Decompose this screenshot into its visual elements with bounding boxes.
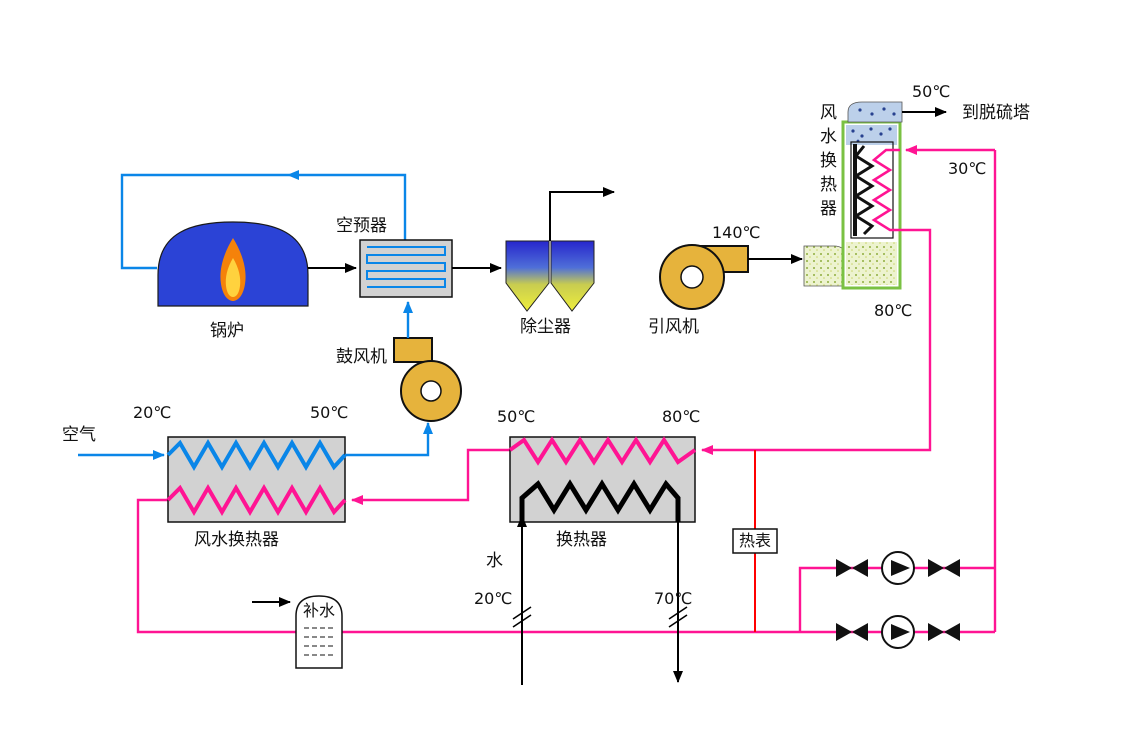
- water-in-break-mark: [512, 606, 532, 620]
- dust-collector: 除尘器: [505, 240, 595, 337]
- unit-coil-frame: [850, 141, 894, 239]
- id-fan-label: 引风机: [648, 317, 699, 337]
- pump-row-lower: [836, 615, 960, 649]
- heat-meter: 热表: [732, 450, 778, 632]
- blower-label: 鼓风机: [336, 347, 387, 367]
- water-in-break-mark: [512, 614, 532, 628]
- top-air-water-heat-exchanger: 50℃ 到脱硫塔 风 水 换 热 器: [803, 82, 1030, 290]
- blower-fan: 鼓风机: [336, 301, 462, 422]
- awhx-blue-coil: [166, 439, 347, 471]
- unit-bottom-gas-zone: [846, 242, 897, 285]
- water-lines: 水 20℃ 70℃: [474, 515, 692, 685]
- air-in-temp-label: 20℃: [133, 403, 171, 422]
- unit-outlet-duct: [847, 101, 903, 123]
- makeup-water-tank: 补水: [252, 595, 343, 669]
- air-recirc-line-arrow-segment: [287, 170, 407, 240]
- bottom-air-water-heat-exchanger: 空气 20℃ 50℃ 风水换热器: [62, 403, 433, 550]
- air-label: 空气: [62, 425, 96, 445]
- dust-collector-label: 除尘器: [520, 317, 571, 337]
- hx-label: 换热器: [556, 530, 607, 550]
- water-out-temp-label: 70℃: [654, 589, 692, 608]
- valve-icon: [928, 623, 944, 641]
- blower-hub: [420, 380, 442, 402]
- boiler: 锅炉: [157, 221, 309, 341]
- id-fan-hub: [680, 265, 704, 289]
- supply-80c-line: [701, 228, 932, 455]
- valve-icon: [836, 623, 852, 641]
- top-unit-label-vertical: 风 水 换 热 器: [820, 103, 842, 219]
- heat-meter-label: 热表: [739, 531, 771, 550]
- valve-icon: [928, 559, 944, 577]
- valve-icon: [944, 559, 960, 577]
- valve-icon: [852, 623, 868, 641]
- pump-row-upper: [836, 551, 960, 585]
- air-recirc-line-segment: [120, 173, 288, 270]
- unit-black-coil: [853, 145, 875, 236]
- awhx-pink-coil: [166, 484, 347, 516]
- valve-icon: [852, 559, 868, 577]
- flue-gas-temp-label: 140℃: [712, 223, 761, 242]
- air-recirculation-line: [120, 170, 407, 270]
- makeup-tank-body: [295, 595, 343, 669]
- makeup-tank-hatch: [304, 627, 334, 656]
- water-in-temp-label: 20℃: [474, 589, 512, 608]
- air-out-temp-label: 50℃: [310, 403, 348, 422]
- water-out-break-mark: [668, 606, 688, 620]
- hx-out-temp-label: 80℃: [662, 407, 700, 426]
- supply-temp-label: 80℃: [874, 301, 912, 320]
- pump-impeller: [891, 624, 910, 640]
- air-preheater-box: [359, 239, 453, 298]
- hx-to-airwaterhx-line: [351, 448, 510, 505]
- valve-icon: [836, 559, 852, 577]
- air-preheater-label: 空预器: [336, 216, 387, 236]
- blower-outlet: [393, 337, 433, 363]
- hx-pink-coil: [508, 436, 697, 466]
- flue-line-dust-to-fan: [549, 187, 615, 241]
- air-to-blower-line: [345, 422, 433, 457]
- makeup-water-label: 补水: [303, 601, 335, 620]
- unit-inlet-duct: [803, 245, 847, 287]
- induced-draft-fan: 140℃ 引风机: [648, 223, 803, 337]
- valve-icon: [944, 623, 960, 641]
- awhx-label: 风水换热器: [194, 530, 279, 550]
- dust-collector-hopper-left: [505, 240, 550, 312]
- air-preheater-coil: [366, 246, 446, 288]
- water-label: 水: [486, 551, 503, 571]
- dust-collector-hopper-right: [550, 240, 595, 312]
- bottom-return-line: [136, 498, 995, 634]
- hx-black-coil: [519, 479, 681, 522]
- stack-temp-label: 50℃: [912, 82, 950, 101]
- to-desulfurization-label: 到脱硫塔: [962, 103, 1030, 123]
- boiler-flame-inner: [225, 258, 241, 297]
- heat-meter-box: [732, 528, 778, 554]
- unit-gas-speckles: [851, 107, 896, 143]
- central-heat-exchanger: 50℃ 80℃ 换热器: [497, 407, 700, 550]
- air-preheater: 空预器: [336, 216, 453, 298]
- water-out-break-mark: [668, 614, 688, 628]
- hx-in-temp-label: 50℃: [497, 407, 535, 426]
- pump-impeller: [891, 560, 910, 576]
- return-temp-label: 30℃: [948, 159, 986, 178]
- boiler-label: 锅炉: [210, 321, 244, 341]
- unit-pink-coil: [871, 148, 900, 232]
